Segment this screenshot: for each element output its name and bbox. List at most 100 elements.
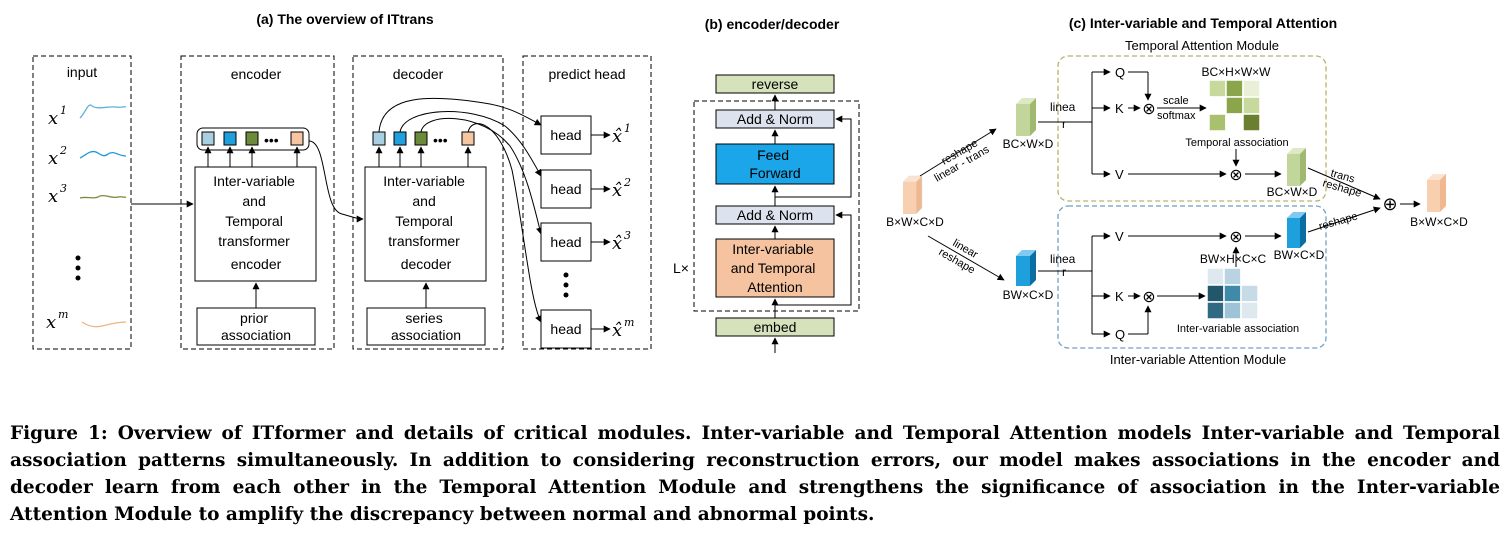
- association-cell: [1206, 284, 1225, 303]
- overview-panel: input x 1 x 2 x 3 x m encoder: [32, 55, 652, 350]
- inter-variable-association-map: [1206, 267, 1259, 320]
- input-label: input: [67, 64, 97, 80]
- prior-association-box: [196, 307, 316, 346]
- svg-text:Feed Forward: Feed Forward: [749, 147, 800, 181]
- svg-text:embed: embed: [754, 319, 797, 335]
- svg-text:x̂: x̂: [612, 180, 622, 201]
- association-cell: [1208, 113, 1227, 132]
- series-association-text: series association: [391, 310, 461, 343]
- association-cell: [1225, 79, 1244, 98]
- architecture-figure: (a) The overview of ITtrans (b) encoder/…: [32, 11, 1468, 367]
- svg-text:Inter-variable association: Inter-variable association: [1177, 323, 1299, 335]
- decoder-block: [364, 166, 487, 282]
- temporal-cube: [1016, 98, 1036, 136]
- svg-text:1: 1: [624, 122, 631, 135]
- series-line-m: [81, 321, 127, 328]
- input-series-2: x 2: [48, 144, 127, 169]
- association-cell: [1240, 284, 1259, 303]
- input-series-m: x m: [46, 308, 127, 333]
- encoder-token-m: [290, 131, 304, 146]
- decoder-box: [352, 55, 504, 350]
- svg-text:Add & Norm: Add & Norm: [737, 111, 813, 127]
- svg-text:BC×W×D: BC×W×D: [1267, 185, 1318, 199]
- otimes-qk-inter: ⊗: [1142, 289, 1155, 306]
- svg-text:3: 3: [60, 182, 67, 195]
- repeat-label: L×: [673, 260, 689, 276]
- svg-text:K: K: [1115, 101, 1124, 116]
- input-series-1: x 1: [48, 104, 127, 129]
- encoder-token-3: [245, 131, 259, 146]
- svg-text:BC×W×D: BC×W×D: [1003, 137, 1054, 151]
- association-cell: [1242, 96, 1261, 115]
- svg-text:head: head: [550, 234, 581, 250]
- head-box-m: [540, 309, 592, 349]
- otimes-v-inter: ⊗: [1229, 229, 1242, 246]
- attention-panel: Temporal Attention Module Inter-variable…: [886, 38, 1468, 367]
- association-cell: [1240, 301, 1259, 320]
- panel-b-title: (b) encoder/decoder: [705, 16, 840, 32]
- encoder-block: [194, 166, 317, 282]
- decoder-token-3: [414, 131, 428, 146]
- svg-text:BC×H×W×W: BC×H×W×W: [1201, 65, 1271, 79]
- association-cell: [1242, 79, 1261, 98]
- decoder-token-2: [393, 131, 407, 146]
- panel-c-title: (c) Inter-variable and Temporal Attentio…: [1069, 15, 1337, 31]
- panel-a-title: (a) The overview of ITtrans: [256, 11, 434, 27]
- decoder-token-1: [372, 131, 386, 146]
- temporal-association-map: [1208, 79, 1261, 132]
- input-cube: [902, 175, 923, 215]
- svg-text:x: x: [48, 148, 58, 169]
- encoder-token-dots: •••: [264, 132, 279, 148]
- svg-text:Add & Norm: Add & Norm: [737, 207, 813, 223]
- predict-head-label: predict head: [548, 66, 625, 82]
- otimes-qk-temporal: ⊗: [1142, 101, 1155, 118]
- inter-module-box: [1057, 205, 1327, 349]
- svg-text:reverse: reverse: [752, 76, 799, 92]
- attention-box: [715, 238, 835, 298]
- figure-caption: Figure 1: Overview of ITformer and detai…: [10, 423, 1500, 525]
- svg-text:x̂: x̂: [612, 320, 622, 341]
- head-box-3: [540, 222, 592, 262]
- svg-text:x: x: [46, 312, 56, 333]
- association-cell: [1240, 267, 1259, 286]
- association-cell: [1223, 301, 1242, 320]
- ellipsis-dot: [75, 255, 81, 261]
- encoder-box: [180, 55, 335, 350]
- decoder-token-dots: •••: [433, 132, 448, 148]
- svg-text:Q: Q: [1115, 327, 1125, 342]
- input-box: [32, 55, 132, 350]
- svg-text:m: m: [624, 316, 634, 329]
- output-cube: [1427, 174, 1446, 212]
- series-line-1: [79, 104, 127, 119]
- ellipsis-dot: [75, 275, 81, 281]
- ellipsis-dot: [563, 292, 569, 298]
- svg-text:m: m: [58, 308, 68, 321]
- ellipsis-dot: [563, 282, 569, 288]
- association-cell: [1242, 113, 1261, 132]
- svg-text:head: head: [550, 127, 581, 143]
- inter-module-label: Inter-variable Attention Module: [1110, 352, 1286, 367]
- otimes-v-temporal: ⊗: [1229, 167, 1242, 184]
- svg-text:2: 2: [59, 144, 67, 157]
- encoder-block-text: Inter-variable and Temporal transformer …: [213, 173, 299, 272]
- svg-text:1: 1: [60, 104, 67, 117]
- svg-text:x: x: [48, 108, 58, 129]
- head-box-2: [540, 169, 592, 209]
- decoder-token-m: [461, 131, 475, 146]
- svg-text:head: head: [550, 181, 581, 197]
- head-box-1: [540, 115, 592, 155]
- association-cell: [1206, 301, 1225, 320]
- svg-text:r: r: [1062, 265, 1066, 279]
- svg-text:reshape: reshape: [1318, 210, 1360, 232]
- encoder-label: encoder: [231, 66, 282, 82]
- series-line-2: [79, 150, 127, 159]
- association-cell: [1208, 79, 1227, 98]
- feed-forward-box: [715, 143, 835, 185]
- predict-head-box: [522, 55, 652, 350]
- temporal-module-label: Temporal Attention Module: [1125, 38, 1279, 53]
- svg-text:linea: linea: [1050, 100, 1076, 114]
- embed-box: [715, 317, 835, 337]
- encoder-token-1: [201, 131, 215, 146]
- svg-text:linea: linea: [1050, 252, 1076, 266]
- svg-text:Inter-variable and Tempo: Inter-variable and Temporal Attention: [731, 241, 819, 295]
